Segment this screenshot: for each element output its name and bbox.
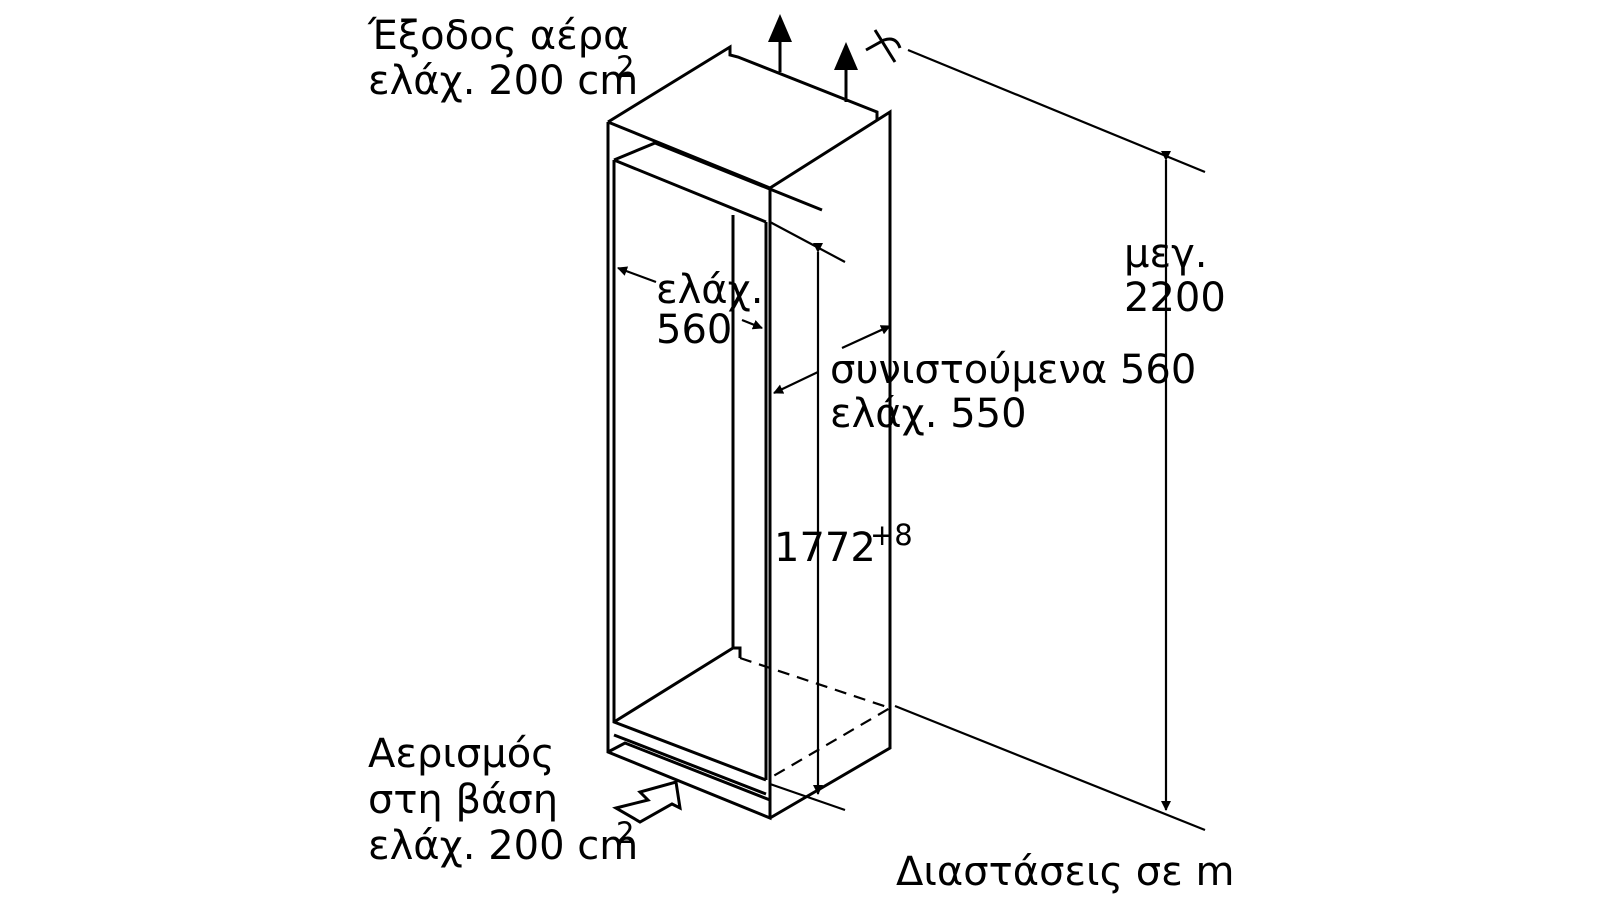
base-vent-label: Αερισμός xyxy=(368,731,555,777)
niche-height-value: 1772 xyxy=(774,525,876,571)
cabinet-top-inner-shelf xyxy=(613,141,823,224)
min-width-label: ελάχ. xyxy=(656,267,764,313)
air-outlet-label: Έξοδος αέρα xyxy=(368,13,630,59)
depth-dimension xyxy=(773,325,891,394)
units-note: Διαστάσεις σε m xyxy=(896,849,1235,895)
max-height-label: μεγ. xyxy=(1124,231,1208,277)
recommended-depth-label: συνιστούμενα 560 xyxy=(830,347,1197,393)
cabinet-right-side xyxy=(769,109,892,820)
air-outlet-area-label: ελάχ. 200 cm xyxy=(368,58,639,104)
cabinet-bottom-strip xyxy=(613,733,767,796)
niche-height-dimension xyxy=(769,221,846,812)
air-outlet-arrows xyxy=(768,14,858,102)
cabinet-bottom-face xyxy=(607,646,771,802)
ceiling-mark-icon xyxy=(865,29,902,63)
base-vent-label-2: στη βάση xyxy=(368,777,559,823)
base-vent-area-label: ελάχ. 200 cm xyxy=(368,823,639,869)
min-width-value: 560 xyxy=(656,307,733,353)
min-depth-label: ελάχ. 550 xyxy=(830,391,1027,437)
base-vent-area-superscript: 2 xyxy=(616,816,635,850)
cabinet-floor-hidden-edge xyxy=(739,656,893,779)
cabinet-back-edge xyxy=(731,215,742,658)
niche-height-tolerance: +8 xyxy=(870,518,913,552)
base-ventilation-arrow-icon xyxy=(612,780,682,824)
air-outlet-area-superscript: 2 xyxy=(616,50,635,84)
cabinet-inner-left xyxy=(612,160,768,782)
cabinet-top-face xyxy=(607,44,879,124)
cabinet-front-left xyxy=(606,120,772,821)
max-height-dimension xyxy=(894,48,1206,832)
max-height-value: 2200 xyxy=(1124,275,1226,321)
min-width-dimension xyxy=(617,266,763,330)
cabinet-niche xyxy=(606,44,893,821)
